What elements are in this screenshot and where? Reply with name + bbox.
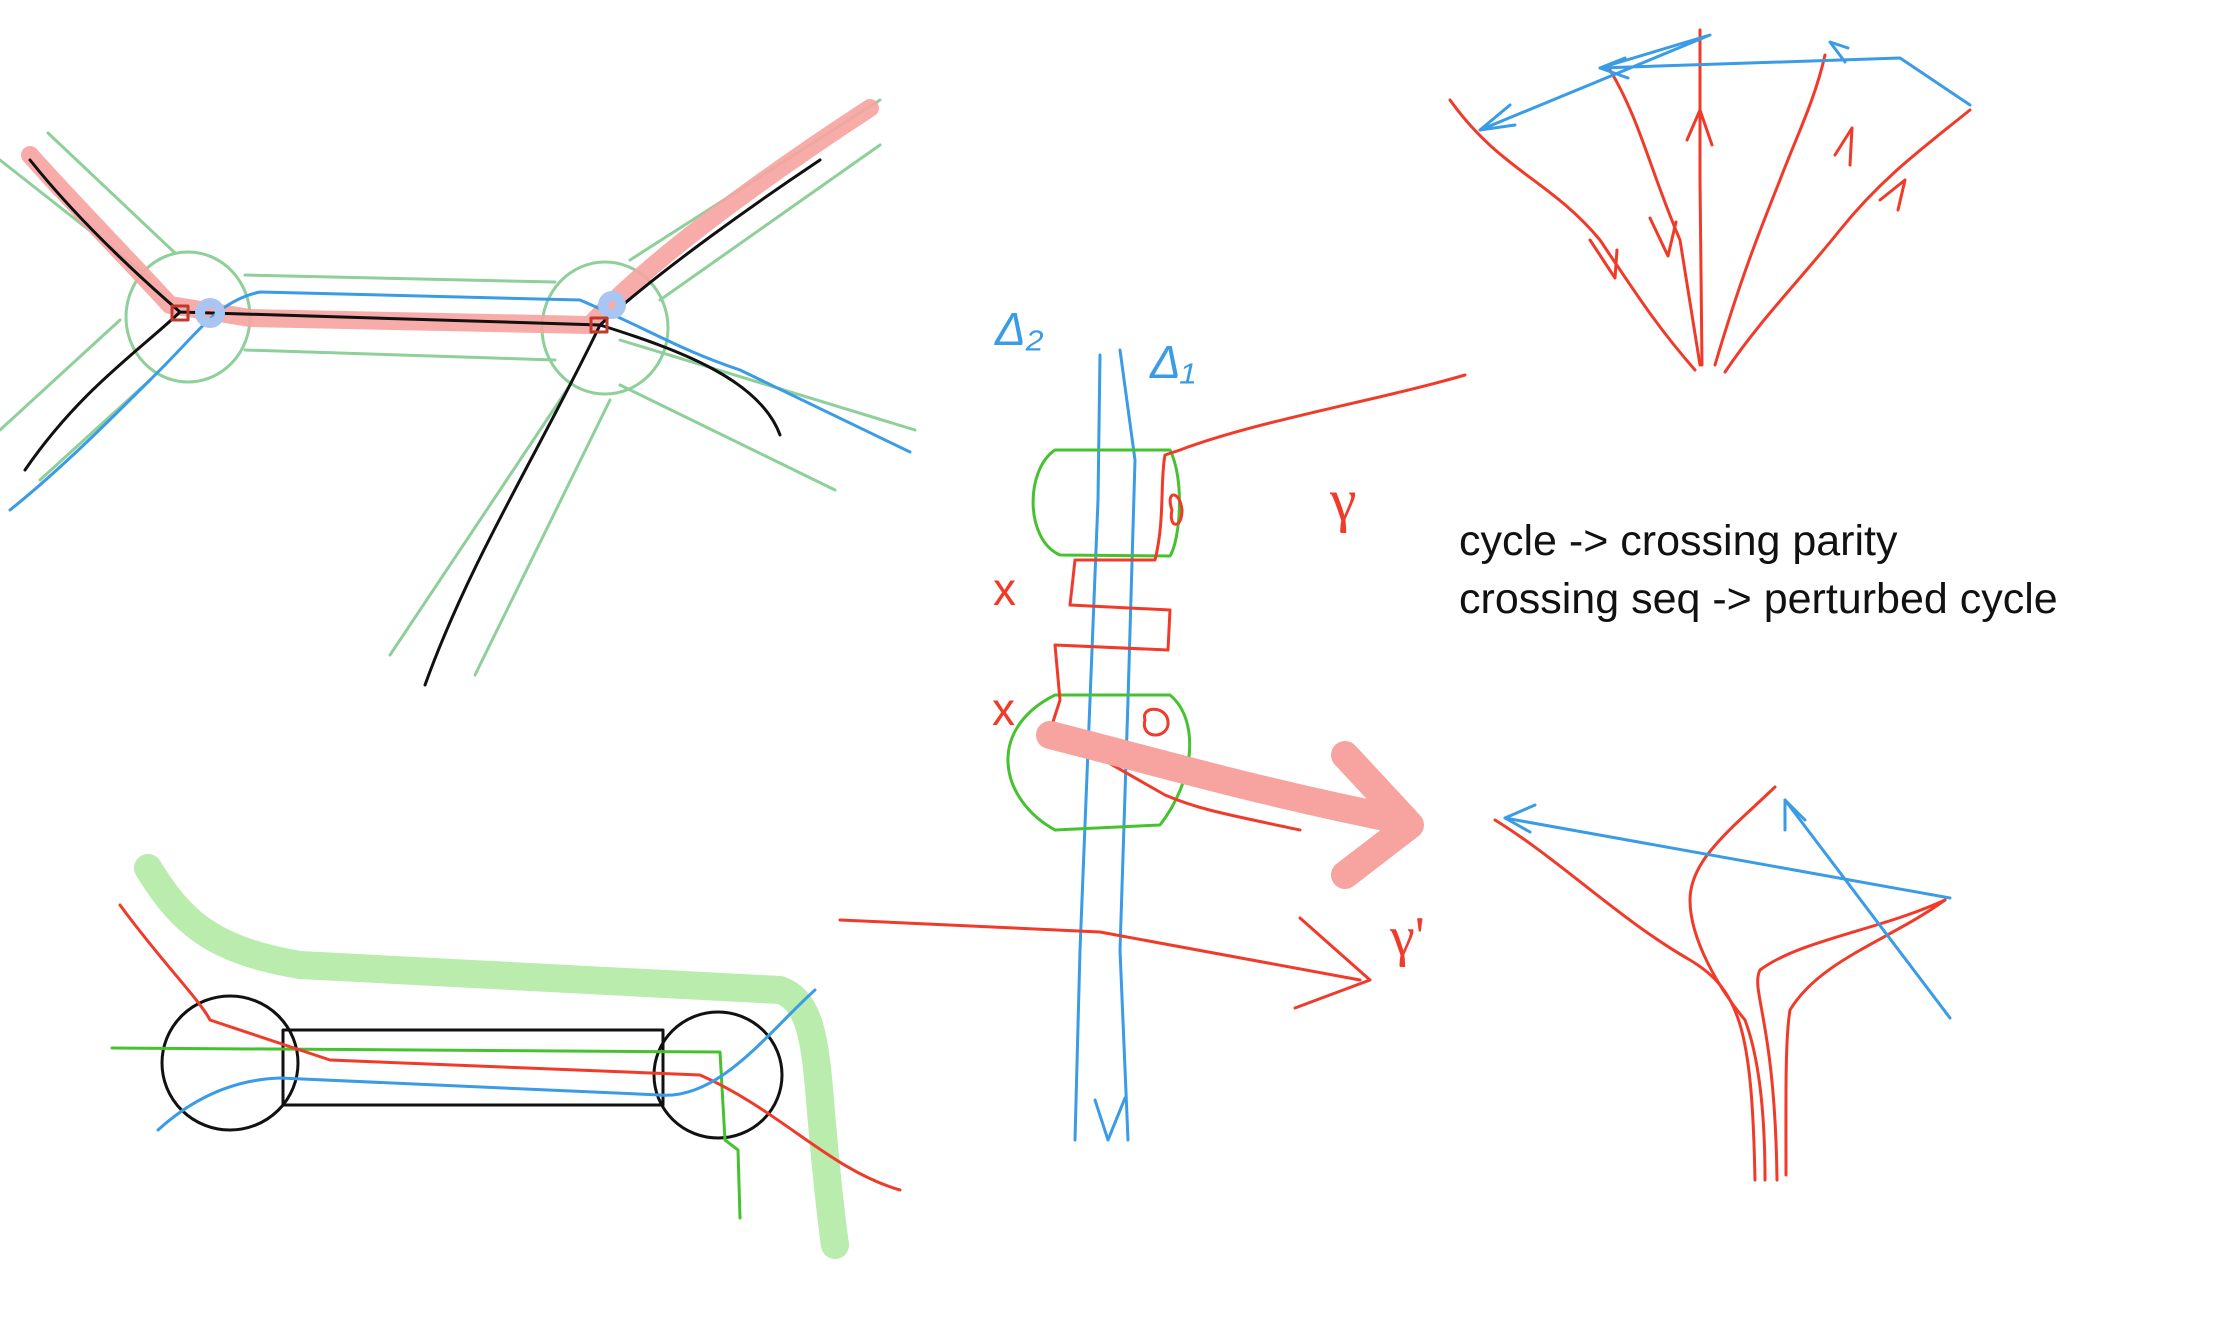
vertex-blob-left: [195, 298, 225, 328]
blue-graph-path: [8, 290, 912, 512]
delta2-label: Δ₂: [994, 303, 1044, 355]
delta-strip-arrowhead: [1093, 1096, 1127, 1142]
bottom-left-tube-sketch: [110, 854, 902, 1259]
fan-blue-arrowhead-2: [1598, 56, 1630, 80]
branch-blue-cycle: [1503, 798, 1952, 1020]
fan-blue-arrowhead-1: [1478, 103, 1517, 132]
fan-blue-cycle: [1478, 33, 1972, 132]
fan-red-outer-left: [1448, 98, 1697, 372]
fan-arrowhead-1: [1588, 238, 1619, 280]
fan-arrowhead-4: [1833, 126, 1854, 167]
fan-red-right-2: [1713, 53, 1827, 367]
green-highlight-curve: [134, 854, 849, 1259]
gamma-prime-label: γ': [1389, 906, 1425, 968]
gamma-prime-arrow: [838, 916, 1372, 1010]
delta-strip-right-line: [1118, 348, 1137, 1142]
fan-arrowhead-3: [1685, 108, 1714, 147]
note-line-1: cycle -> crossing parity: [1459, 517, 1898, 565]
gamma-curve: [1050, 373, 1467, 832]
fan-red-mid: [1698, 28, 1704, 367]
tube-end-left: [160, 994, 300, 1132]
branch-blue-arrowhead-2: [1783, 798, 1807, 832]
fan-red-outer-right: [1723, 108, 1972, 374]
fan-arrowhead-2: [1648, 216, 1678, 258]
x-mark-upper: x: [993, 563, 1016, 615]
tube-end-right: [652, 1010, 784, 1140]
branch-red-4: [1784, 898, 1947, 1177]
bottom-right-branch-sketch: [1493, 785, 1952, 1182]
top-right-fan-sketch: [1448, 28, 1972, 374]
vertex-node-left: [170, 304, 190, 322]
tube-red-line: [118, 903, 902, 1192]
note-line-2: crossing seq -> perturbed cycle: [1459, 575, 2058, 623]
green-crossing-region-bottom: [1006, 693, 1192, 832]
branch-blue-arrowhead-1: [1503, 803, 1537, 834]
black-graph-path: [23, 158, 822, 687]
green-corridor-lines: [0, 98, 917, 677]
tube-blue-line: [156, 988, 817, 1132]
branch-red-1: [1493, 818, 1757, 1182]
top-left-graph-sketch: [0, 98, 917, 687]
tube-green-line: [110, 1046, 742, 1220]
fan-arrowhead-5: [1878, 178, 1907, 212]
middle-crossing-sketch: Δ₂ Δ₁ x x γ γ': [838, 303, 1467, 1142]
vertex-blob-right: [598, 291, 626, 319]
x-mark-lower: x: [992, 683, 1015, 735]
branch-red-2: [1688, 785, 1777, 1182]
gamma-label: γ: [1329, 467, 1357, 533]
vertex-node-right: [589, 316, 609, 334]
tube-body: [281, 1028, 665, 1107]
green-crossing-region-top: [1031, 448, 1181, 558]
perturbation-arrow: [1036, 721, 1424, 889]
branch-red-3: [1756, 898, 1947, 1182]
gamma-o-loop-bottom: [1142, 707, 1170, 737]
fan-blue-arrowhead-3: [1828, 40, 1850, 64]
gamma-o-loop-top: [1168, 493, 1184, 526]
delta-strip-left-line: [1073, 353, 1102, 1142]
delta1-label: Δ₁: [1149, 336, 1195, 388]
